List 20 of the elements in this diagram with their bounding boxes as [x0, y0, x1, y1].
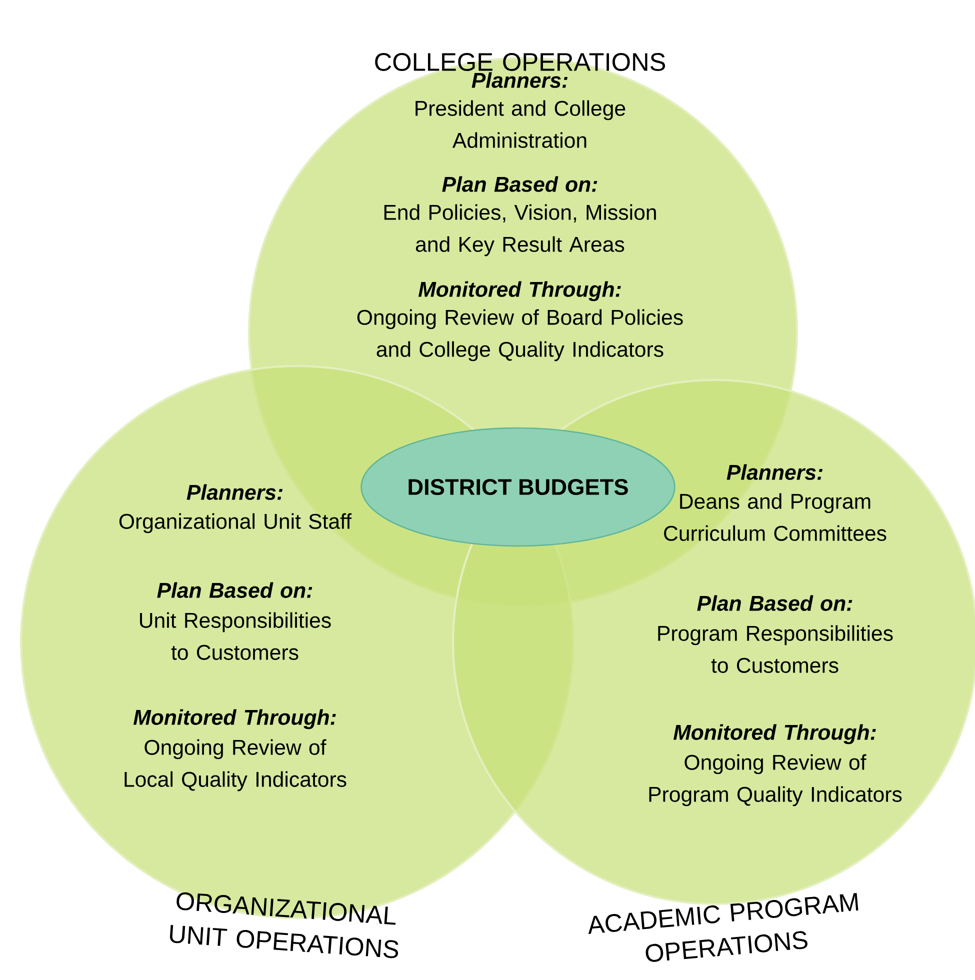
heading-text: Monitored Through:	[133, 709, 336, 730]
heading-text: Monitored Through:	[673, 724, 876, 744]
body-text: Organizational Unit Staff	[119, 513, 352, 534]
heading-text: Planners:	[726, 464, 823, 480]
heading-text: Plan Based on:	[157, 582, 312, 598]
heading-text: Plan Based on:	[442, 176, 598, 192]
heading-text: Planners:	[186, 484, 283, 500]
body-text: End Policies, Vision, Mission and Key Result Areas	[384, 204, 656, 256]
heading-text: Monitored Through:	[418, 281, 621, 302]
heading-text: Planners:	[472, 72, 568, 88]
body-text: Ongoing Review of Program Quality Indicators	[649, 754, 902, 806]
heading-text: Plan Based on:	[697, 595, 852, 611]
circle-title: ACADEMIC PROGRAM OPERATIONS	[588, 893, 858, 962]
body-text: Ongoing Review of Local Quality Indicators	[124, 739, 346, 792]
circle-title: COLLEGE OPERATIONS	[375, 53, 666, 71]
body-text: Unit Responsibilities to Customers	[140, 612, 331, 660]
body-text: Program Responsibilities to Customers	[658, 625, 893, 673]
circle-title: ORGANIZATIONAL UNIT OPERATIONS	[170, 892, 398, 958]
body-text: Ongoing Review of Board Policies and College Quality Indicators	[357, 309, 683, 362]
body-text: President and College Administration	[416, 100, 626, 148]
